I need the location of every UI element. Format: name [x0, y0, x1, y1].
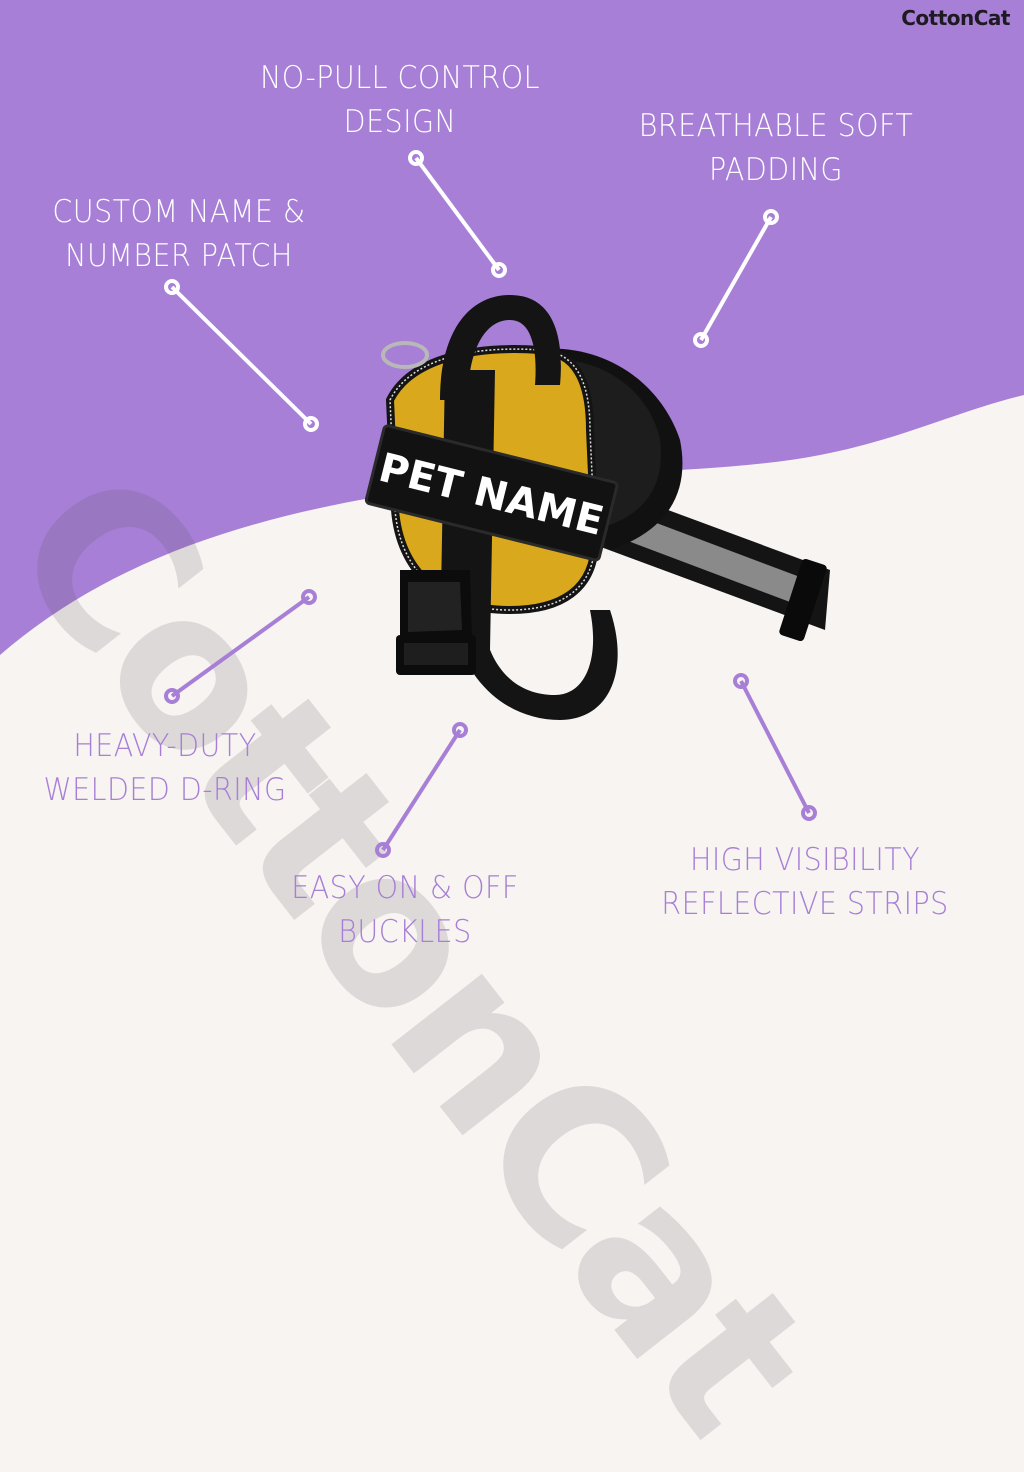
feature-padding-line2: PADDING — [709, 152, 843, 188]
feature-buckles-line2: BUCKLES — [338, 914, 472, 950]
feature-reflective: HIGH VISIBILITY REFLECTIVE STRIPS — [644, 838, 966, 926]
dog-harness-image: PET NAME — [364, 295, 830, 720]
feature-d-ring-line1: HEAVY-DUTY — [73, 728, 257, 764]
feature-d-ring-line2: WELDED D-RING — [43, 772, 287, 808]
feature-breathable-padding: BREATHABLE SOFT PADDING — [620, 104, 933, 192]
feature-buckles: EASY ON & OFF BUCKLES — [262, 866, 547, 954]
feature-no-pull-line1: NO-PULL CONTROL — [260, 60, 540, 96]
feature-name-patch-line1: CUSTOM NAME & — [52, 194, 306, 230]
callout-connectors — [164, 150, 817, 858]
brand-logo[interactable]: CottonCat — [901, 6, 1010, 30]
feature-name-patch-line2: NUMBER PATCH — [65, 238, 293, 274]
feature-no-pull: NO-PULL CONTROL DESIGN — [244, 56, 557, 144]
feature-buckles-line1: EASY ON & OFF — [291, 870, 519, 906]
background-wave — [0, 0, 1024, 655]
feature-reflective-line1: HIGH VISIBILITY — [689, 842, 921, 878]
feature-padding-line1: BREATHABLE SOFT — [638, 108, 914, 144]
feature-no-pull-line2: DESIGN — [343, 104, 457, 140]
feature-name-patch: CUSTOM NAME & NUMBER PATCH — [27, 190, 331, 278]
feature-reflective-line2: REFLECTIVE STRIPS — [661, 886, 949, 922]
feature-d-ring: HEAVY-DUTY WELDED D-RING — [22, 724, 307, 812]
